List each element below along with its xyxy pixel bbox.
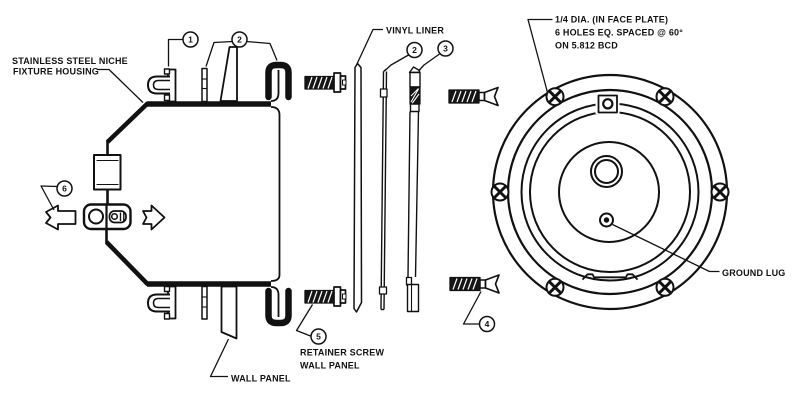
- liner-bracket-top: [147, 68, 177, 103]
- callout-2-liner: 2: [406, 41, 423, 59]
- wall-panel-top: [219, 46, 238, 102]
- callouts: 1 2 2 3 4 5 6: [56, 31, 496, 345]
- callout-5-number: 5: [316, 332, 321, 342]
- leader-lines: [40, 18, 720, 378]
- liner-bracket-bottom: [147, 285, 177, 320]
- face-plate-note-line3: ON 5.812 BCD: [555, 41, 618, 51]
- retainer-screw-top: [304, 72, 347, 93]
- ground-lug: [599, 212, 614, 228]
- callout-3-number: 3: [443, 44, 448, 54]
- gasket-strip: [378, 68, 388, 311]
- vinyl-liner-strip: [353, 62, 363, 313]
- clamp-ring-tab: [597, 94, 618, 114]
- face-plate-note-line1: 1/4 DIA. (IN FACE PLATE): [555, 15, 668, 25]
- callout-3: 3: [437, 40, 454, 57]
- callout-4-number: 4: [485, 319, 490, 329]
- center-hole: [590, 155, 623, 188]
- labels: STAINLESS STEEL NICHE FIXTURE HOUSING VI…: [12, 15, 786, 384]
- vinyl-liner-label: VINYL LINER: [386, 26, 444, 36]
- face-plate-screw-heads: [490, 87, 730, 297]
- wall-panel-label: WALL PANEL: [231, 374, 291, 384]
- face-plate-note-line2: 6 HOLES EQ. SPACED @ 60°: [555, 28, 683, 38]
- callout-5: 5: [310, 328, 327, 345]
- liner-retainer-strip: [405, 66, 421, 313]
- liner-lock-channel-top: [265, 61, 292, 101]
- retainer-screw-bottom: [304, 286, 347, 307]
- face-plate-screw-bottom: [449, 274, 500, 294]
- callout-2-number: 2: [412, 45, 417, 55]
- conduit-arrow-right: [142, 204, 166, 231]
- callout-1-number: 1: [188, 35, 193, 45]
- niche-housing-label-line1: STAINLESS STEEL NICHE: [12, 56, 128, 66]
- ground-lug-label: GROUND LUG: [722, 268, 786, 278]
- niche-housing-label-line2: FIXTURE HOUSING: [13, 67, 99, 77]
- callout-2-housing: 2: [231, 31, 248, 48]
- retainer-screw-label-line2: WALL PANEL: [300, 361, 360, 371]
- niche-housing: [82, 70, 281, 317]
- callout-4: 4: [478, 315, 496, 333]
- callout-1: 1: [182, 31, 199, 48]
- liner-lock-channel-bottom: [265, 287, 292, 327]
- retainer-screw-label-line1: RETAINER SCREW: [300, 348, 384, 358]
- liner-strip-bottom: [201, 285, 208, 320]
- face-plate: [490, 73, 730, 311]
- callout-6: 6: [56, 180, 73, 197]
- face-plate-screw-top: [448, 86, 499, 107]
- liner-strip-top: [201, 67, 208, 103]
- pivot-screw: [602, 98, 614, 110]
- conduit-arrow-left: [45, 204, 77, 231]
- callout-2-number: 2: [237, 35, 242, 45]
- callout-6-number: 6: [62, 184, 67, 194]
- wall-panel-bottom: [220, 285, 238, 340]
